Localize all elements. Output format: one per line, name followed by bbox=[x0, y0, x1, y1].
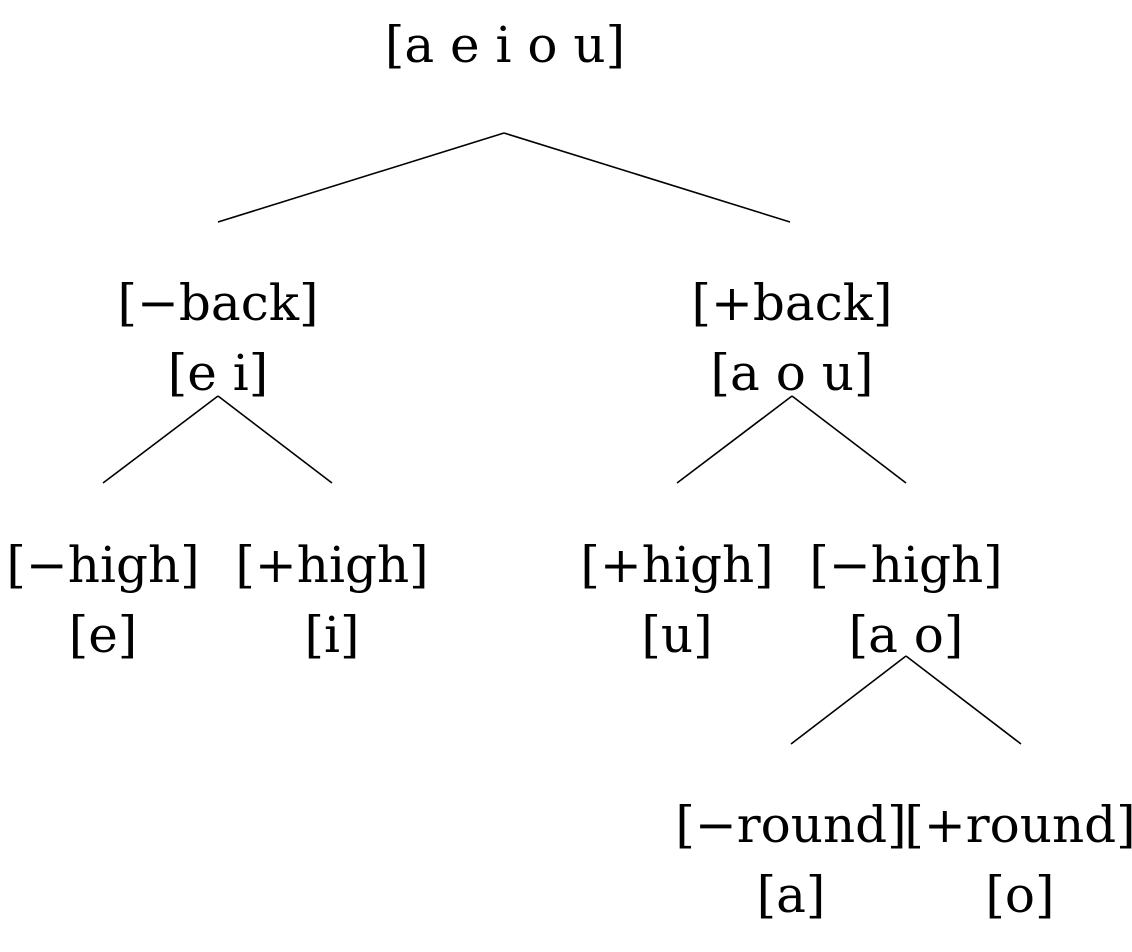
back-high-minus-node: [−high] [a o] bbox=[809, 530, 1002, 670]
edge-root-to-back-minus bbox=[217, 132, 505, 223]
round-plus-vowel-set: [o] bbox=[985, 866, 1055, 924]
front-high-plus-vowel-set: [i] bbox=[304, 606, 360, 664]
back-plus-feature: [+back] bbox=[691, 274, 893, 332]
root-node: [a e i o u] bbox=[385, 10, 625, 80]
round-minus-feature: [−round] bbox=[675, 796, 907, 854]
back-high-plus-feature: [+high] bbox=[580, 536, 774, 594]
round-minus-node: [−round] [a] bbox=[675, 790, 906, 930]
edge-back-plus-to-high-minus bbox=[791, 395, 907, 484]
front-high-minus-vowel-set: [e] bbox=[68, 606, 138, 664]
back-plus-vowel-set: [a o u] bbox=[710, 344, 874, 402]
back-minus-vowel-set: [e i] bbox=[167, 344, 269, 402]
edge-back-plus-to-high-plus bbox=[676, 395, 793, 484]
root-vowel-set: [a e i o u] bbox=[384, 16, 626, 74]
back-minus-feature: [−back] bbox=[117, 274, 319, 332]
edge-high-minus-to-round-minus bbox=[790, 655, 907, 745]
round-minus-vowel-set: [a] bbox=[756, 866, 826, 924]
back-high-plus-node: [+high] [u] bbox=[580, 530, 773, 670]
back-minus-node: [−back] [e i] bbox=[117, 268, 318, 408]
front-high-minus-node: [−high] [e] bbox=[6, 530, 199, 670]
back-high-minus-vowel-set: [a o] bbox=[848, 606, 964, 664]
front-high-minus-feature: [−high] bbox=[6, 536, 200, 594]
edge-high-minus-to-round-plus bbox=[905, 655, 1022, 745]
edge-root-to-back-plus bbox=[503, 132, 791, 223]
back-high-minus-feature: [−high] bbox=[809, 536, 1003, 594]
round-plus-feature: [+round] bbox=[904, 796, 1132, 854]
front-high-plus-node: [+high] [i] bbox=[235, 530, 428, 670]
round-plus-node: [+round] [o] bbox=[904, 790, 1132, 930]
edge-back-minus-to-high-plus bbox=[217, 395, 333, 484]
back-plus-node: [+back] [a o u] bbox=[691, 268, 892, 408]
front-high-plus-feature: [+high] bbox=[235, 536, 429, 594]
back-high-plus-vowel-set: [u] bbox=[641, 606, 713, 664]
edge-back-minus-to-high-minus bbox=[102, 395, 219, 484]
